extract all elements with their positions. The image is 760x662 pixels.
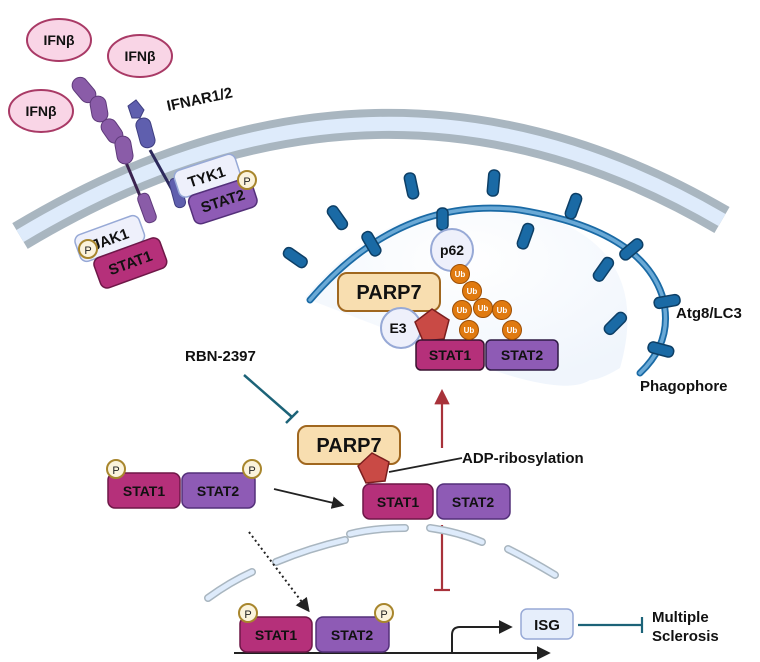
ubiquitin-bead [502,320,522,340]
ifnar2-receptor [127,99,187,209]
ubiquitin-bead [452,300,472,320]
ubiquitin-label: Ub [455,270,466,279]
svg-text:p62: p62 [440,242,464,258]
stat1-label: STAT1 [123,483,165,499]
svg-text:E3: E3 [389,320,406,336]
adp-ribosylation-label: ADP-ribosylation [462,450,584,467]
ubiquitin-label: Ub [497,306,508,315]
stat1-box [415,339,485,371]
plasma-membrane [12,108,730,249]
stat1-box [93,237,168,289]
phagophore-label: Phagophore [640,378,728,395]
phospho-badge [374,603,394,623]
nuclear-translocation-arrow [248,531,310,613]
svg-text:P: P [243,176,250,188]
phospho-stat-dimer-free: STAT1 STAT2 P P [106,459,262,509]
isg-gene: ISG [520,608,574,640]
p62-adaptor: p62 [430,228,474,272]
stat2-label: STAT2 [331,627,373,643]
stat2-label: STAT2 [197,483,239,499]
phospho-badge: P [78,239,98,259]
svg-text:P: P [112,465,119,477]
ubiquitin-label: Ub [457,306,468,315]
tyk1-stat2-complex: TYK1 STAT2 [173,153,258,225]
ifnar1-receptor [71,76,157,224]
atg8-lc3-proteins [282,169,681,358]
svg-text:P: P [84,245,91,257]
stat2-label: STAT2 [501,347,543,363]
stat1-label: STAT1 [255,627,297,643]
ifn-beta-ligand: IFNβ [26,18,92,62]
ubiquitin-label: Ub [478,304,489,313]
stat2-box [485,339,559,371]
transcription-start-arrow [451,620,513,653]
atg8-lc3-label: Atg8/LC3 [676,305,742,322]
ubiquitin-bead [462,281,482,301]
stat1-label: STAT1 [429,347,471,363]
phospho-badge [106,459,126,479]
jak1-stat1-complex: JAK1 STAT1 [74,214,168,289]
svg-text:P: P [248,465,255,477]
ubiquitin-label: Ub [507,326,518,335]
stat2-box [181,472,256,509]
phospho-badge: P [237,170,257,190]
ligand-label: IFNβ [124,48,156,64]
nuclear-import-inhibition [434,525,450,592]
inhibitor-label: RBN-2397 [185,348,256,365]
svg-text:P: P [380,609,387,621]
stat1-box [107,472,181,509]
inhibition-arrow-rbn [243,374,299,424]
ubiquitin-label: Ub [467,287,478,296]
adp-ribosylation-pointer [388,457,463,473]
stat1-label: STAT1 [377,494,419,510]
phospho-badge [238,603,258,623]
e3-ligase: E3 [380,307,422,349]
svg-text:PARP7: PARP7 [356,282,421,304]
ubiquitin-bead [459,320,479,340]
ifn-beta-ligand: IFNβ [8,89,74,133]
ubiquitin-bead [492,300,512,320]
phospho-badge [242,459,262,479]
stat1-box [239,616,313,653]
stat2-box [436,483,511,520]
stat1-stat2-autophagy: STAT1 STAT2 [415,339,559,371]
ligand-label: IFNβ [25,103,57,119]
ligand-label: IFNβ [43,32,75,48]
stat2-label: STAT2 [452,494,494,510]
stat2-box [187,177,258,225]
stat2-box [315,616,390,653]
svg-text:P: P [244,609,251,621]
stat-dimer-adp-ribosylated: STAT1 STAT2 [362,483,511,520]
svg-text:ISG: ISG [534,617,560,634]
ubiquitin-label: Ub [464,326,475,335]
activation-arrow [273,488,345,509]
ubiquitin-bead [450,264,470,284]
stat1-box [362,483,434,520]
ifn-beta-ligand: IFNβ [107,34,173,78]
phospho-stat-dimer-nuclear: STAT1 STAT2 P P [238,603,394,653]
svg-text:PARP7: PARP7 [316,435,381,457]
parp7-autophagy: PARP7 [337,272,441,312]
adp-ribose-pentagon [357,452,390,484]
nuclear-envelope [204,524,559,602]
receptor-label: IFNAR1/2 [165,84,234,114]
outcome-label-line2: Sclerosis [652,628,719,645]
parp7-cytoplasm: PARP7 [297,425,401,465]
isg-inhibits-ms [578,617,644,633]
outcome-label-line1: Multiple [652,609,709,626]
